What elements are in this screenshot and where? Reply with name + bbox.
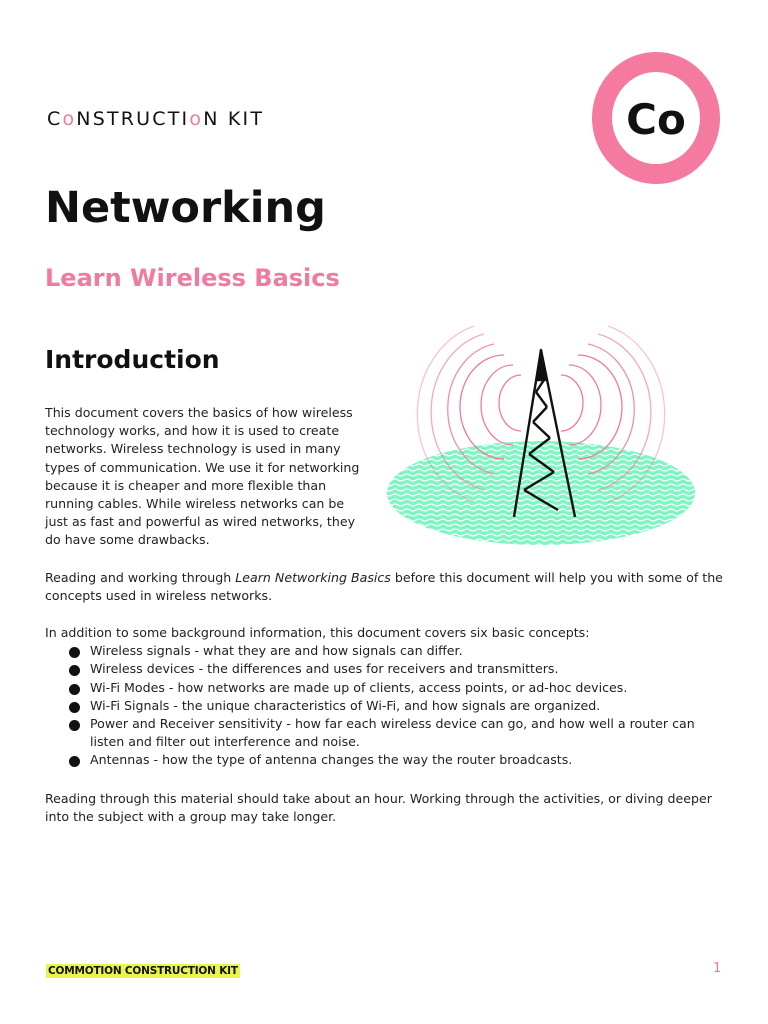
closing-paragraph: Reading through this material should tak… bbox=[45, 791, 712, 825]
wireless-tower-illustration bbox=[387, 325, 695, 545]
bullet-icon bbox=[69, 720, 80, 732]
concepts-lead: In addition to some background informati… bbox=[45, 625, 590, 640]
concepts-section: In addition to some background informati… bbox=[45, 624, 725, 770]
bullet-icon bbox=[69, 647, 80, 659]
signal-waves-icon bbox=[416, 325, 666, 503]
wave-line bbox=[387, 523, 695, 527]
wave-line bbox=[387, 488, 695, 492]
wave-line bbox=[387, 543, 695, 545]
wave-line bbox=[387, 458, 695, 462]
wave-line bbox=[387, 493, 695, 497]
wave-line bbox=[387, 468, 695, 472]
referenced-document-title: Learn Networking Basics bbox=[235, 570, 391, 585]
list-item-text: Wi-Fi Modes - how networks are made up o… bbox=[90, 679, 628, 695]
wave-line bbox=[387, 483, 695, 487]
list-item-text: Power and Receiver sensitivity - how far… bbox=[90, 716, 695, 750]
list-item: Wireless devices - the differences and u… bbox=[45, 660, 725, 678]
brand-accent-o: o bbox=[62, 108, 77, 130]
list-item: Antennas - how the type of antenna chang… bbox=[45, 751, 725, 769]
page-title: Networking bbox=[45, 183, 326, 233]
wave-line bbox=[387, 503, 695, 507]
brand-part: C bbox=[47, 108, 63, 130]
footer-tag: COMMOTION CONSTRUCTION KIT bbox=[46, 964, 240, 978]
list-item-text: Wi-Fi Signals - the unique characteristi… bbox=[90, 697, 601, 713]
wave-line bbox=[387, 508, 695, 512]
logo-text: Co bbox=[626, 95, 686, 144]
bullet-icon bbox=[69, 756, 80, 768]
list-item: Wi-Fi Signals - the unique characteristi… bbox=[45, 697, 725, 715]
section-heading-introduction: Introduction bbox=[45, 345, 220, 374]
page-number: 1 bbox=[713, 961, 722, 976]
ground-ellipse bbox=[387, 441, 695, 545]
brand-accent-o: o bbox=[189, 108, 204, 130]
prerequisite-paragraph: Reading and working through Learn Networ… bbox=[45, 569, 725, 605]
list-item-text: Antennas - how the type of antenna chang… bbox=[90, 752, 573, 768]
brand-wordmark: CoNSTRUCTIoN KIT bbox=[47, 108, 264, 130]
bullet-icon bbox=[69, 701, 80, 713]
bullet-icon bbox=[69, 665, 80, 677]
text-run: before this document will help you with … bbox=[45, 570, 723, 604]
brand-part: N KIT bbox=[203, 108, 265, 130]
intro-paragraph: This document covers the basics of how w… bbox=[45, 405, 360, 548]
wave-line bbox=[387, 441, 695, 442]
list-item: Power and Receiver sensitivity - how far… bbox=[45, 715, 725, 751]
list-item-text: Wireless signals - what they are and how… bbox=[90, 643, 463, 659]
wave-line bbox=[387, 518, 695, 522]
construction-kit-logo: Co bbox=[592, 52, 720, 184]
page-subtitle: Learn Wireless Basics bbox=[45, 264, 340, 292]
radio-tower-icon bbox=[512, 348, 577, 518]
text-run: Reading and working through bbox=[45, 570, 236, 585]
concepts-list: Wireless signals - what they are and how… bbox=[45, 642, 725, 769]
brand-part: NSTRUCTI bbox=[76, 108, 190, 130]
wave-line bbox=[387, 463, 695, 467]
list-item: Wireless signals - what they are and how… bbox=[45, 642, 725, 660]
list-item: Wi-Fi Modes - how networks are made up o… bbox=[45, 679, 725, 697]
wave-line bbox=[387, 473, 695, 477]
bullet-icon bbox=[69, 683, 80, 695]
list-item-text: Wireless devices - the differences and u… bbox=[90, 661, 559, 677]
wave-line bbox=[387, 513, 695, 517]
